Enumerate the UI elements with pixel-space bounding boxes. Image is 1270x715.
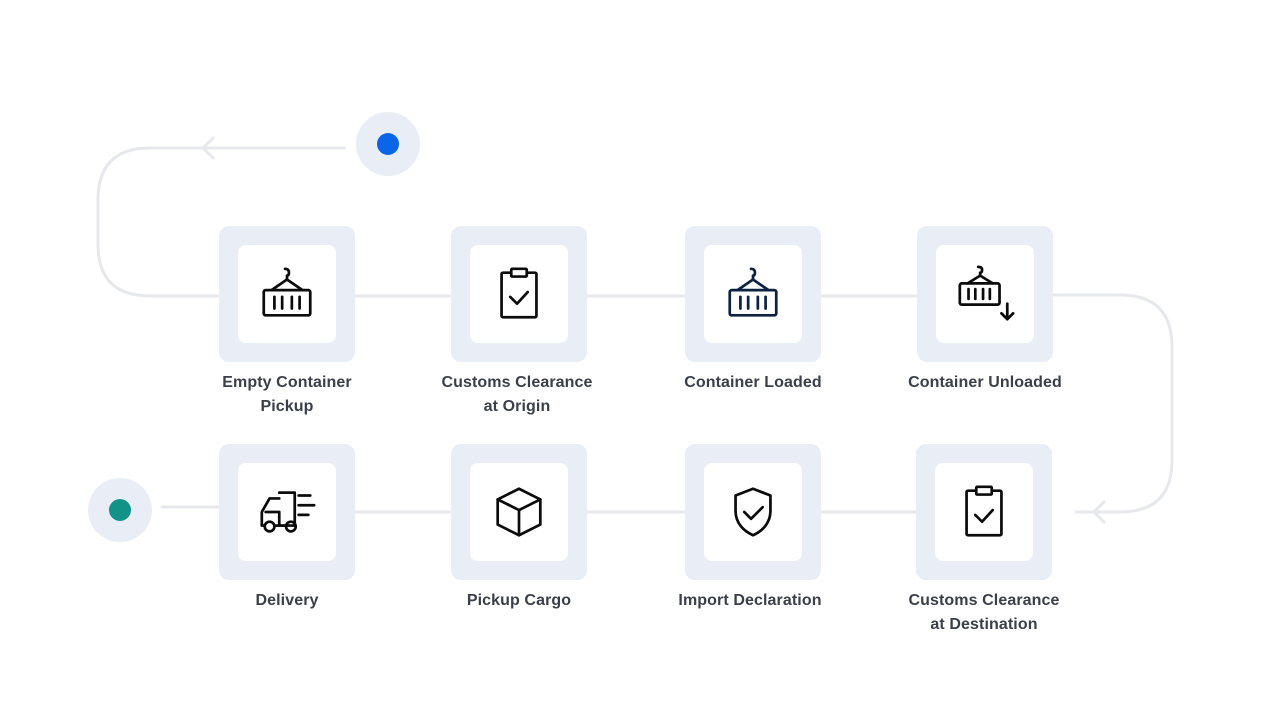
arrow-head-top	[201, 136, 215, 160]
clipboard-check-icon	[965, 485, 1003, 537]
step-label: Delivery	[187, 589, 387, 613]
step-label: Empty Container Pickup	[187, 371, 387, 419]
step-label-line2: at Destination	[930, 616, 1038, 633]
end-dot	[109, 499, 131, 521]
step-icon-frame	[238, 245, 336, 343]
step-label-line1: Container Loaded	[684, 374, 822, 391]
step-label-line1: Customs Clearance	[441, 374, 593, 391]
step-icon-frame	[704, 463, 802, 561]
step-icon-frame	[704, 245, 802, 343]
step-customs-clearance-destination[interactable]	[916, 444, 1052, 580]
flow-end-terminal	[88, 478, 152, 542]
step-label-line1: Empty Container	[222, 374, 352, 391]
step-container-loaded[interactable]	[685, 226, 821, 362]
step-icon-frame	[470, 463, 568, 561]
step-label: Import Declaration	[650, 589, 850, 613]
step-label-line1: Customs Clearance	[908, 592, 1060, 609]
connector-right-loop	[1050, 293, 1174, 514]
step-empty-container-pickup[interactable]	[219, 226, 355, 362]
flow-start-terminal	[356, 112, 420, 176]
step-label: Container Unloaded	[885, 371, 1085, 395]
box-icon	[496, 487, 542, 537]
step-icon-frame	[936, 245, 1034, 343]
step-label: Customs Clearance at Destination	[884, 589, 1084, 637]
container-crane-icon	[728, 267, 778, 317]
step-label-line1: Delivery	[255, 592, 319, 609]
container-unload-icon	[958, 265, 1015, 321]
step-pickup-cargo[interactable]	[451, 444, 587, 580]
step-import-declaration[interactable]	[685, 444, 821, 580]
step-label-line2: Pickup	[260, 398, 314, 415]
step-icon-frame	[470, 245, 568, 343]
container-crane-icon	[262, 267, 312, 317]
arrow-head-right	[1092, 500, 1106, 524]
step-icon-frame	[238, 463, 336, 561]
step-label-line1: Pickup Cargo	[466, 592, 572, 609]
step-label-line2: at Origin	[483, 398, 551, 415]
step-label-line1: Import Declaration	[678, 592, 822, 609]
connector-left-loop	[96, 146, 222, 298]
step-label: Pickup Cargo	[419, 589, 619, 613]
step-label-line1: Container Unloaded	[908, 374, 1062, 391]
step-label: Customs Clearance at Origin	[417, 371, 617, 419]
start-dot	[377, 133, 399, 155]
step-icon-frame	[935, 463, 1033, 561]
delivery-truck-icon	[260, 491, 316, 533]
shield-check-icon	[734, 487, 772, 537]
step-label: Container Loaded	[653, 371, 853, 395]
clipboard-check-icon	[500, 267, 538, 319]
step-delivery[interactable]	[219, 444, 355, 580]
step-container-unloaded[interactable]	[917, 226, 1053, 362]
step-customs-clearance-origin[interactable]	[451, 226, 587, 362]
